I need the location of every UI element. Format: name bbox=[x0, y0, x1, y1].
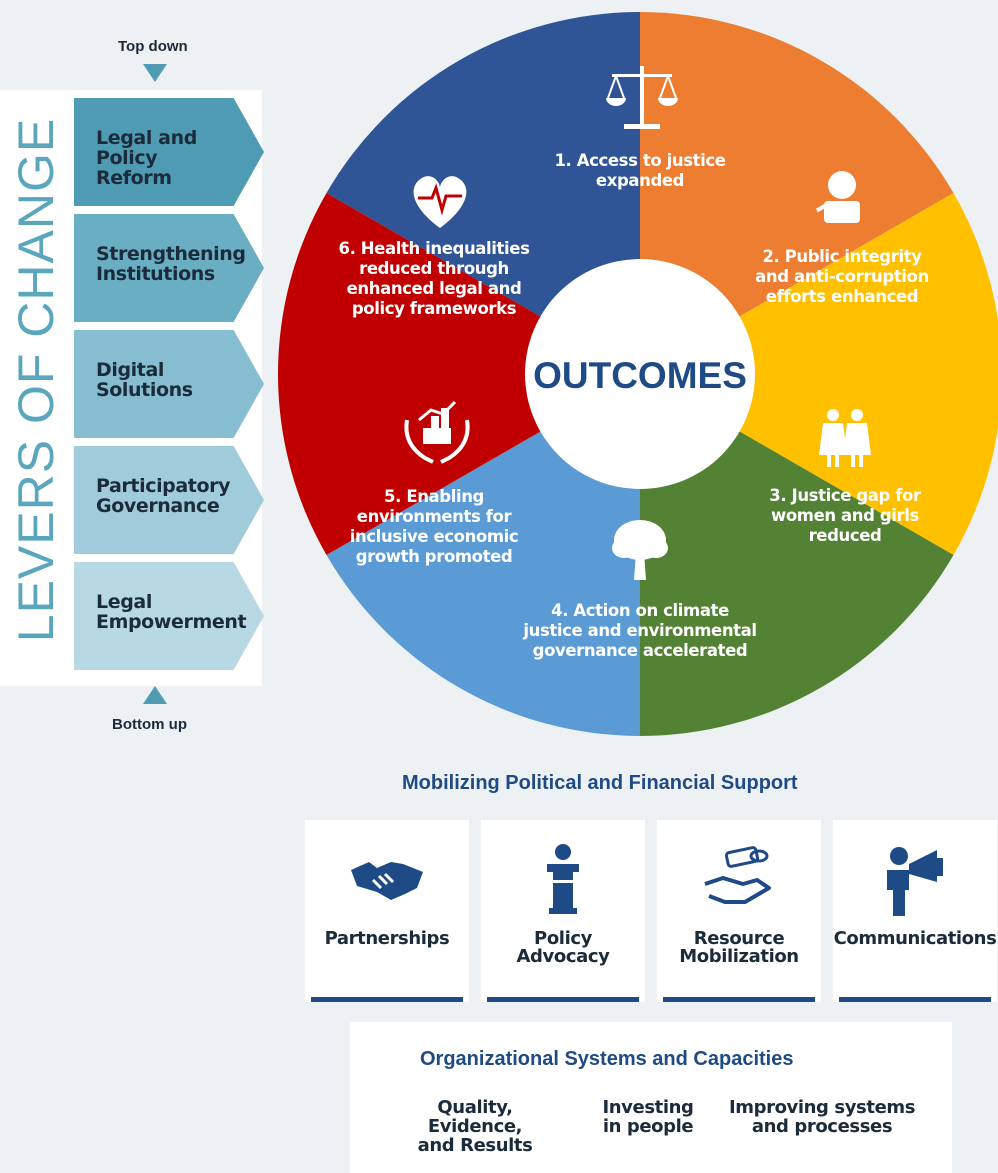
org-item-line: and processes bbox=[751, 1116, 893, 1137]
tree-icon bbox=[612, 520, 668, 580]
mobilizing-title: Mobilizing Political and Financial Suppo… bbox=[402, 772, 798, 794]
org-item-improving: Improving systems and processes bbox=[722, 1098, 922, 1136]
outcome-segment-4 bbox=[640, 374, 954, 736]
card-label: Communications bbox=[833, 930, 997, 948]
outcome-label-line: 1. Access to justice bbox=[554, 151, 725, 170]
outcome-label-line: 6. Health inequalities bbox=[338, 239, 530, 258]
outcome-label-line: expanded bbox=[596, 171, 684, 190]
org-item-line: Improving systems bbox=[728, 1097, 916, 1118]
lever-label-line: Governance bbox=[96, 495, 220, 517]
bottom-up-label: Bottom up bbox=[112, 716, 187, 733]
levers-heading: LEVERS OF CHANGE bbox=[8, 117, 64, 643]
card-label-line: Mobilization bbox=[679, 946, 799, 967]
card-label: Policy Advocacy bbox=[481, 930, 645, 966]
org-item-line: Quality, Evidence, bbox=[427, 1097, 523, 1137]
card-communications: Communications bbox=[833, 820, 997, 1002]
card-label-line: Partnerships bbox=[324, 928, 450, 949]
outcome-label-line: 4. Action on climate bbox=[551, 601, 729, 620]
hands-with-growth-chart-icon bbox=[404, 400, 470, 464]
wheel-icons bbox=[404, 66, 871, 580]
lever-label-line: Solutions bbox=[96, 379, 193, 401]
outcome-segment-6 bbox=[278, 193, 640, 555]
outcome-label-line: 2. Public integrity bbox=[762, 247, 922, 266]
outcome-label-line: justice and environmental bbox=[522, 621, 756, 640]
card-label: Partnerships bbox=[305, 930, 469, 948]
lever-label-line: Legal and bbox=[96, 127, 197, 149]
outcome-label-line: women and girls bbox=[771, 506, 920, 525]
card-label-line: Advocacy bbox=[516, 946, 610, 967]
organizational-box: Organizational Systems and Capacities Qu… bbox=[350, 1022, 952, 1173]
outcome-label-line: efforts enhanced bbox=[766, 287, 918, 306]
outcome-label-line: 5. Enabling bbox=[384, 487, 484, 506]
card-underline bbox=[487, 997, 639, 1002]
handshake-icon bbox=[351, 862, 423, 900]
hand-with-money-icon bbox=[704, 846, 771, 904]
card-policy-advocacy: Policy Advocacy bbox=[481, 820, 645, 1002]
outcome-label-line: growth promoted bbox=[356, 547, 513, 566]
outcome-segment-5 bbox=[326, 374, 640, 736]
card-underline bbox=[311, 997, 463, 1002]
lever-digital-solutions: Digital Solutions bbox=[74, 330, 264, 438]
outcome-label-line: policy frameworks bbox=[352, 299, 517, 318]
lever-strengthening-institutions: Strengthening Institutions bbox=[74, 214, 264, 322]
org-item-quality: Quality, Evidence, and Results bbox=[390, 1098, 560, 1155]
card-label: Resource Mobilization bbox=[657, 930, 821, 966]
organizational-title: Organizational Systems and Capacities bbox=[420, 1048, 794, 1070]
lever-label-line: Digital bbox=[96, 359, 165, 381]
lever-label-line: Participatory bbox=[96, 475, 231, 497]
lever-label-line: Strengthening bbox=[96, 243, 246, 265]
outcome-label-line: governance accelerated bbox=[533, 641, 748, 660]
card-label-line: Communications bbox=[833, 928, 997, 949]
card-underline bbox=[663, 997, 815, 1002]
card-partnerships: Partnerships bbox=[305, 820, 469, 1002]
org-item-line: Investing bbox=[602, 1097, 694, 1118]
org-item-line: and Results bbox=[417, 1135, 533, 1156]
lever-label-line: Empowerment bbox=[96, 611, 247, 633]
lever-label-line: Institutions bbox=[96, 263, 215, 285]
center-circle bbox=[525, 259, 755, 489]
up-arrow-icon bbox=[143, 686, 167, 704]
outcome-label-line: reduced bbox=[809, 526, 882, 545]
outcome-label-line: reduced through bbox=[359, 259, 509, 278]
outcome-segment-1 bbox=[326, 12, 640, 374]
lever-participatory-governance: Participatory Governance bbox=[74, 446, 264, 554]
card-label-line: Resource bbox=[693, 928, 785, 949]
card-label-line: Policy bbox=[534, 928, 592, 949]
outcome-segment-2 bbox=[640, 12, 954, 374]
lever-legal-policy-reform: Legal and Policy Reform bbox=[74, 98, 264, 206]
speaker-at-lectern-icon bbox=[547, 844, 579, 914]
card-resource-mobilization: Resource Mobilization bbox=[657, 820, 821, 1002]
outcome-segment-3 bbox=[640, 193, 998, 555]
outcome-label-line: environments for bbox=[357, 507, 513, 526]
outcome-label-line: and anti-corruption bbox=[755, 267, 929, 286]
scales-of-justice-icon bbox=[606, 66, 678, 129]
women-and-girls-icon bbox=[819, 409, 871, 467]
top-down-label: Top down bbox=[118, 38, 188, 55]
lever-label-line: Policy Reform bbox=[96, 147, 172, 189]
lever-label-line: Legal bbox=[96, 591, 152, 613]
outcome-label-line: 3. Justice gap for bbox=[769, 486, 922, 505]
lever-legal-empowerment: Legal Empowerment bbox=[74, 562, 264, 670]
card-underline bbox=[839, 997, 991, 1002]
heart-with-pulse-icon bbox=[413, 176, 467, 228]
wheel-segments bbox=[278, 12, 998, 736]
official-at-podium-icon bbox=[815, 171, 860, 223]
person-with-megaphone-icon bbox=[887, 847, 943, 916]
down-arrow-icon bbox=[143, 64, 167, 82]
outcomes-center-label: OUTCOMES bbox=[533, 355, 747, 396]
org-item-investing: Investing in people bbox=[588, 1098, 708, 1136]
outcome-label-line: enhanced legal and bbox=[347, 279, 522, 298]
outcome-label-line: inclusive economic bbox=[350, 527, 519, 546]
org-item-line: in people bbox=[602, 1116, 694, 1137]
